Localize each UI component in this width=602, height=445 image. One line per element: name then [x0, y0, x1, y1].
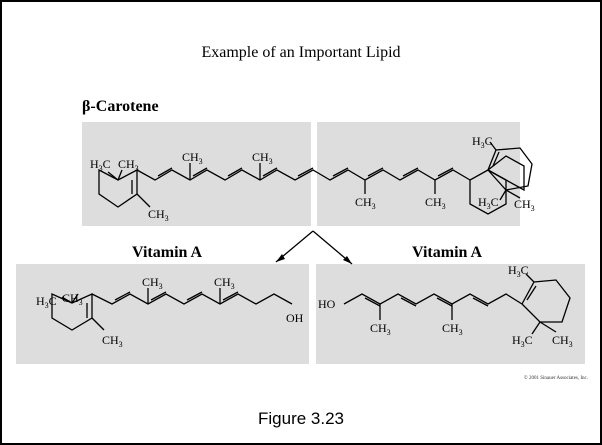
vitamin-a-left-structure [51, 288, 293, 331]
beta-carotene-panel-right [317, 122, 520, 226]
vitamin-a-left-panel [16, 264, 309, 364]
bc-ch3-chain-1: CH3 [182, 150, 203, 166]
bc-ch3-chain-4: CH3 [425, 195, 446, 211]
va-right-h3c-top: H3C [508, 263, 529, 279]
va-left-ch3-ring-bottom: CH3 [102, 333, 123, 349]
bc-ch3-chain-2: CH3 [252, 150, 273, 166]
va-right-ho: HO [318, 297, 336, 311]
bc-ch3-ring-top: CH3 [118, 157, 139, 173]
bc-ch3-ring-bottom: CH3 [148, 207, 169, 223]
va-left-oh: OH [286, 311, 304, 325]
vitamin-a-right-structure [343, 273, 571, 335]
va-right-ch3-bottom: CH3 [552, 333, 573, 349]
va-left-h3c: H3C [36, 294, 57, 310]
vitamin-a-right-panel [316, 264, 585, 364]
beta-carotene-label: β-Carotene [82, 98, 159, 115]
vitamin-a-right-label: Vitamin A [412, 244, 483, 261]
bc-ch3-chain-3: CH3 [355, 195, 376, 211]
vitamin-a-left-label: Vitamin A [132, 244, 203, 261]
va-right-ch3-chain-2: CH3 [442, 321, 463, 337]
bc-h3c-right-top: H3C [472, 134, 493, 150]
va-left-ch3-chain-2: CH3 [214, 275, 235, 291]
slide-title: Example of an Important Lipid [201, 44, 401, 61]
va-right-h3c-bottom: H3C [512, 333, 533, 349]
cleavage-arrows [275, 230, 353, 265]
va-right-ch3-chain-1: CH3 [370, 321, 391, 337]
copyright-notice: © 2001 Sinauer Associates, Inc. [523, 376, 588, 381]
beta-carotene-structure [98, 141, 533, 215]
va-left-ch3-chain-1: CH3 [142, 275, 163, 291]
figure-caption: Figure 3.23 [258, 409, 344, 428]
bc-ch3-right-bottom: CH3 [514, 197, 535, 213]
bc-h3c-right-bottom: H3C [478, 195, 499, 211]
bc-h3c-left: H3C [90, 157, 111, 173]
va-left-ch3-ring-top: CH3 [62, 291, 83, 307]
